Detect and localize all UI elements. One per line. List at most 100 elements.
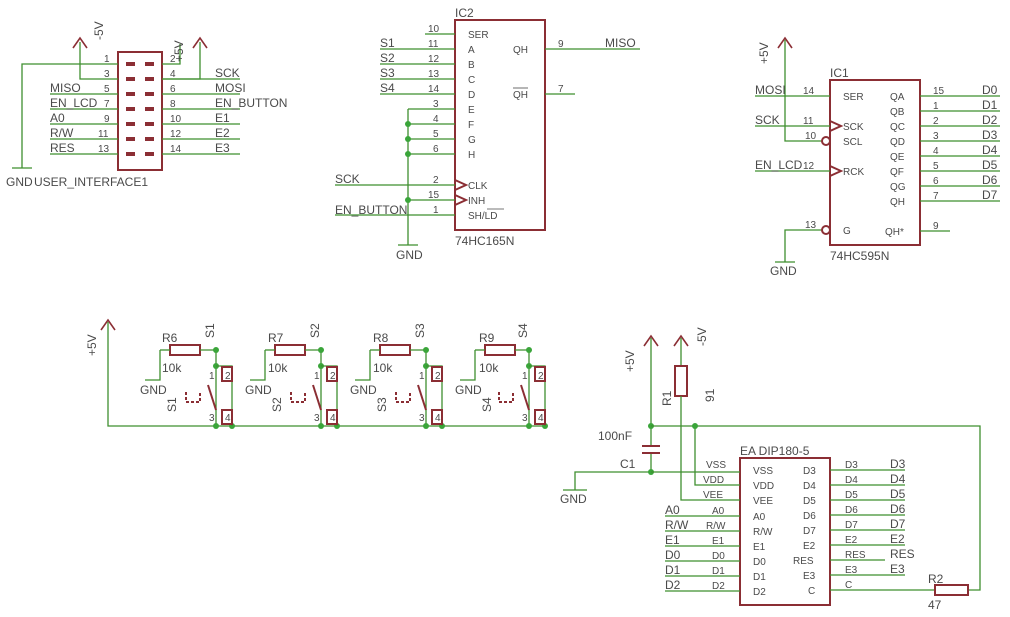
- ic1-net-d3: D3: [982, 128, 998, 142]
- sw-r9-val: 10k: [479, 361, 499, 375]
- sw-pos5v-label: +5V: [85, 334, 99, 356]
- ui-net-en-button: EN_BUTTON: [215, 96, 287, 110]
- ic1-pin-1: 1: [933, 101, 939, 112]
- ic2-pin-10: 10: [428, 24, 440, 35]
- lcd-pin-a0: A0: [753, 512, 766, 523]
- ic2-pin-c: C: [468, 75, 475, 86]
- ic2-net-en-button: EN_BUTTON: [335, 203, 407, 217]
- ic1-net-d7: D7: [982, 188, 998, 202]
- lcd-pin-d1: D1: [753, 572, 766, 583]
- switch-unit-s4[interactable]: R9 10k S4 S4 GND 1 2 3 4: [455, 323, 548, 429]
- lcd-wire-e3: E3: [845, 565, 858, 576]
- switch-unit-s1[interactable]: R6 10k S1 S1 GND 1 2 3 4: [140, 323, 235, 429]
- sw1-pin-2: 2: [225, 371, 231, 382]
- ic2-pin-clk: CLK: [468, 181, 488, 192]
- ic1-net-d6: D6: [982, 173, 998, 187]
- ui-pos5v-label: +5V: [172, 40, 186, 62]
- switch-unit-s2[interactable]: R7 10k S2 S2 GND 1 2 3 4: [245, 323, 340, 429]
- lcd-pin-vdd: VDD: [753, 481, 774, 492]
- ic2-net-s3: S3: [380, 66, 395, 80]
- lcd-pin-res: RES: [793, 556, 814, 567]
- ui-pin-11: 11: [98, 129, 109, 140]
- ic1-net-d0: D0: [982, 83, 998, 97]
- sw3-gnd-label: GND: [350, 383, 377, 397]
- sw-pos5v-arrow-icon: [100, 318, 116, 331]
- ic1-net-d5: D5: [982, 158, 998, 172]
- user-interface-connector[interactable]: -5V +5V 1 3 5 7 9 11 13 2 4 6 8 10 12 14…: [6, 21, 287, 189]
- lcd-wire-e2: E2: [845, 535, 858, 546]
- ic1-pin-sck: SCK: [843, 122, 864, 133]
- sw-r7-ref: R7: [268, 331, 284, 345]
- lcd-pin-d4: D4: [803, 481, 816, 492]
- ic1-pin-scl: SCL: [843, 137, 863, 148]
- lcd-pos5v-label: +5V: [623, 350, 637, 372]
- ui-pin-14: 14: [170, 144, 182, 155]
- lcd-wire-vee: VEE: [703, 490, 723, 501]
- lcd-pin-d5: D5: [803, 496, 816, 507]
- ic1-pin-rck: RCK: [843, 167, 864, 178]
- lcd-wire-d0: D0: [712, 551, 725, 562]
- ic1-pos5v-arrow-icon: [777, 36, 793, 49]
- ui-net-miso: MISO: [50, 81, 81, 95]
- ic2-pin-7: 7: [558, 84, 564, 95]
- ui-pin-4: 4: [170, 69, 176, 80]
- lcd-wire-d5: D5: [845, 490, 858, 501]
- ui-pin-3: 3: [104, 69, 110, 80]
- sw-s1-ref-side: S1: [165, 397, 179, 412]
- ic2-pin-9: 9: [558, 39, 564, 50]
- lcd-wire-d7: D7: [845, 520, 858, 531]
- ui-pin-8: 8: [170, 99, 176, 110]
- lcd-wire-c: C: [845, 580, 852, 591]
- ic2-net-miso: MISO: [605, 36, 636, 50]
- lcd-net-d5: D5: [890, 487, 906, 501]
- sw1-pin-3: 3: [209, 413, 215, 424]
- sw2-gnd-label: GND: [245, 383, 272, 397]
- ic2-pin-3: 3: [433, 99, 439, 110]
- ic1-pin-qg: QG: [890, 182, 906, 193]
- lcd-net-e1: E1: [665, 533, 680, 547]
- ic1-net-d2: D2: [982, 113, 998, 127]
- ic2-pin-b: B: [468, 60, 475, 71]
- ic1-pin-13: 13: [805, 220, 817, 231]
- r2-val: 47: [928, 598, 942, 612]
- ic2-pin-12: 12: [428, 54, 440, 65]
- ic2-pin-h: H: [468, 150, 475, 161]
- sw4-pin-4: 4: [538, 413, 544, 424]
- lcd-wire-rw: R/W: [706, 521, 726, 532]
- ic1-pin-g: G: [843, 226, 851, 237]
- ui-net-a0: A0: [50, 111, 65, 125]
- ic2-74hc165[interactable]: IC2 74HC165N 10 11 12 13 14 3 4 5: [335, 6, 640, 262]
- ic2-net-s1: S1: [380, 36, 395, 50]
- neg5v-arrow-icon: [72, 36, 88, 49]
- lcd-pin-d3: D3: [803, 466, 816, 477]
- lcd-wire-d1: D1: [712, 566, 725, 577]
- ic1-74hc595[interactable]: IC1 74HC595N +5V 14 11 10 12 13 15 1 2 3: [755, 36, 1000, 278]
- ic2-pin-11: 11: [428, 39, 439, 50]
- switch-unit-s3[interactable]: R8 10k S3 S3 GND 1 2 3 4: [350, 323, 445, 429]
- ic1-pin-14: 14: [803, 86, 815, 97]
- lcd-net-d6: D6: [890, 502, 906, 516]
- r1-val: 91: [703, 388, 717, 402]
- lcd-pin-d7: D7: [803, 526, 816, 537]
- ic1-pin-2: 2: [933, 116, 939, 127]
- lcd-display-module[interactable]: EA DIP180-5 +5V -5V GND 100nF C1 R1 91: [560, 327, 981, 612]
- lcd-wire-d2: D2: [712, 581, 725, 592]
- ic2-pin-14: 14: [428, 84, 440, 95]
- ui-pin-1: 1: [104, 54, 110, 65]
- ic2-pin-6: 6: [433, 144, 439, 155]
- ui-pin-5: 5: [104, 84, 110, 95]
- ic1-ref: IC1: [830, 66, 849, 80]
- ic2-pin-qh: QH: [513, 45, 528, 56]
- lcd-net-e3: E3: [890, 562, 905, 576]
- lcd-pin-d0: D0: [753, 557, 766, 568]
- ic2-pin-qh-bar: QH: [513, 90, 528, 101]
- ic2-net-sck: SCK: [335, 172, 360, 186]
- c1-val: 100nF: [598, 429, 632, 443]
- lcd-wire-vss: VSS: [706, 460, 726, 471]
- ic1-pin-qa: QA: [890, 92, 905, 103]
- sw-s3-ref-top: S3: [413, 323, 427, 338]
- sw4-gnd-label: GND: [455, 383, 482, 397]
- ic1-pin-11: 11: [803, 116, 814, 127]
- ic1-pin-qd: QD: [890, 137, 905, 148]
- sw2-pin-3: 3: [314, 413, 320, 424]
